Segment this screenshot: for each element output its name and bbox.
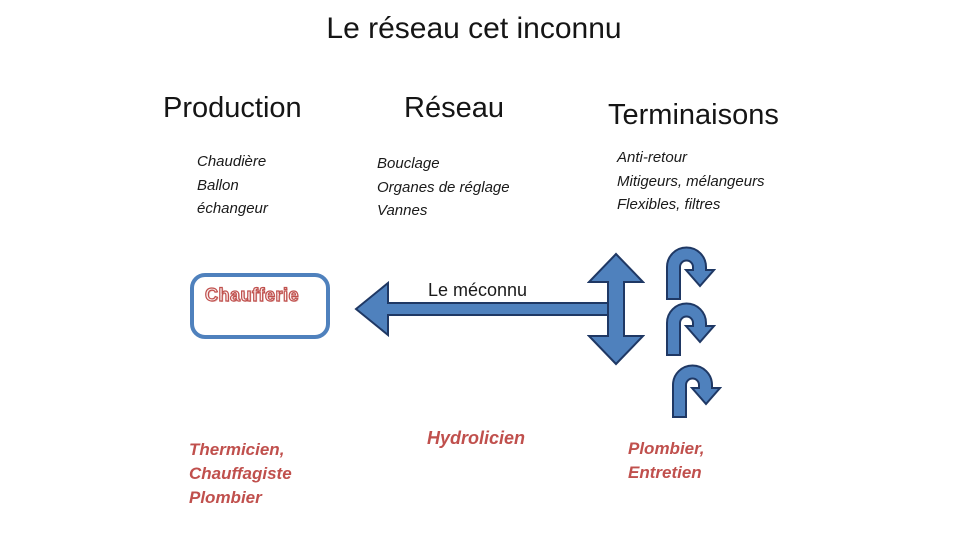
reseau-items: Bouclage Organes de réglage Vannes bbox=[377, 152, 510, 223]
reseau-item: Bouclage bbox=[377, 155, 440, 172]
production-item: Chaudière bbox=[197, 153, 267, 170]
reseau-item: Organes de réglage bbox=[377, 178, 510, 196]
profession-line: Hydrolicien bbox=[427, 428, 526, 448]
up-down-arrow-icon bbox=[587, 252, 645, 366]
terminaisons-items: Anti-retour Mitigeurs, mélangeurs Flexib… bbox=[617, 146, 765, 217]
terminaisons-item: Anti-retour bbox=[617, 149, 688, 166]
slide-title: Le réseau cet inconnu bbox=[326, 12, 622, 45]
terminaisons-professions: Plombier, Entretien bbox=[628, 437, 705, 485]
production-professions: Thermicien, Chauffagiste Plombier bbox=[189, 438, 292, 510]
production-item: échangeur bbox=[197, 200, 268, 217]
profession-line: Thermicien, bbox=[189, 440, 285, 459]
u-turn-arrow-icon bbox=[658, 245, 716, 301]
reseau-item: Vannes bbox=[377, 202, 428, 219]
profession-line: Plombier, bbox=[628, 439, 705, 458]
terminaisons-item: Flexibles, filtres bbox=[617, 196, 721, 213]
u-turn-arrow-icon bbox=[664, 363, 722, 419]
column-header-production: Production bbox=[163, 92, 302, 124]
production-items: Chaudière Ballon échangeur bbox=[197, 150, 268, 221]
terminaisons-item: Mitigeurs, mélangeurs bbox=[617, 172, 765, 190]
arrow-label: Le méconnu bbox=[428, 280, 528, 300]
reseau-professions: Hydrolicien bbox=[427, 426, 525, 450]
chaufferie-box: Chaufferie bbox=[190, 273, 330, 339]
chaufferie-label: Chaufferie bbox=[204, 284, 300, 305]
column-header-terminaisons: Terminaisons bbox=[608, 99, 779, 131]
profession-line: Chauffagiste bbox=[189, 464, 292, 483]
profession-line: Plombier bbox=[189, 488, 262, 507]
u-turn-arrow-icon bbox=[658, 301, 716, 357]
production-item: Ballon bbox=[197, 176, 239, 194]
profession-line: Entretien bbox=[628, 463, 702, 482]
column-header-reseau: Réseau bbox=[404, 92, 504, 124]
